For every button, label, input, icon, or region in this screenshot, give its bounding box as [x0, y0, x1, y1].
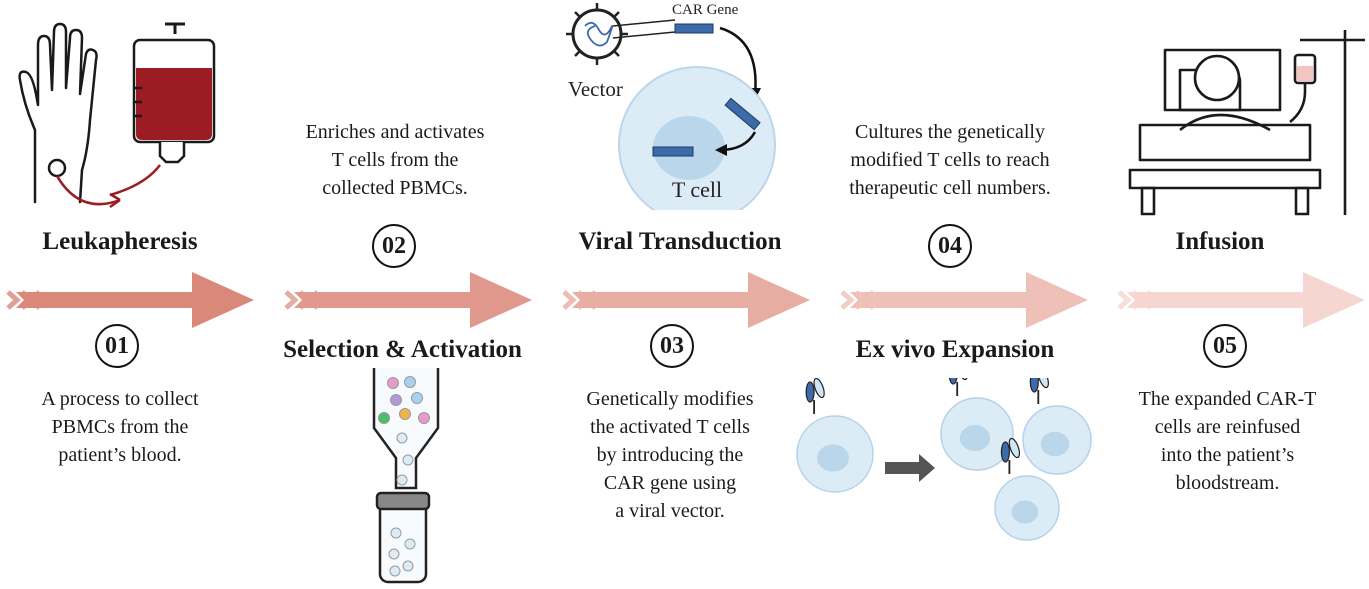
step-5-title: Infusion [1175, 228, 1265, 255]
step-5-number-badge: 05 [1203, 324, 1247, 368]
car-t-cell-3 [1022, 378, 1092, 475]
leukapheresis-illustration [18, 22, 216, 209]
step-1-title: Leukapheresis [42, 228, 198, 255]
process-arrow-4 [840, 272, 1088, 328]
hospital-bed-icon [1128, 30, 1365, 216]
step-2-title: Selection & Activation [283, 336, 522, 363]
car-t-cell-4 [994, 437, 1060, 541]
step-1-number-badge: 01 [95, 324, 139, 368]
process-arrow-2 [284, 272, 532, 328]
hand-icon [18, 22, 98, 204]
arrow-row [6, 272, 1365, 328]
process-arrow-1 [6, 272, 254, 328]
car-t-cell-1 [796, 378, 874, 493]
selection-funnel-illustration [372, 368, 440, 584]
t-cell-label: T cell [672, 177, 722, 202]
vector-label: Vector [568, 77, 623, 101]
process-arrow-3 [562, 272, 810, 328]
blood-bag-icon [132, 22, 216, 164]
step-4-title: Ex vivo Expansion [855, 336, 1055, 363]
virus-vector-icon [566, 3, 628, 65]
car-t-cell-2 [940, 378, 1014, 471]
infusion-illustration [1128, 30, 1365, 216]
expansion-illustration [796, 378, 1092, 541]
step-3-title: Viral Transduction [578, 228, 782, 255]
blood-tube-line [55, 175, 121, 206]
collection-tube-icon [375, 491, 431, 584]
transduction-illustration: CAR Gene Vector T cell [566, 2, 776, 210]
pbmc-cells [378, 376, 430, 486]
step-2-number-badge: 02 [372, 224, 416, 268]
t-cell-icon: T cell [618, 66, 776, 210]
step-4-number-badge: 04 [928, 224, 972, 268]
step-3-number-badge: 03 [650, 324, 694, 368]
car-gene-label: CAR Gene [672, 2, 739, 18]
expansion-arrow-icon [885, 454, 935, 482]
process-arrow-5 [1117, 272, 1365, 328]
